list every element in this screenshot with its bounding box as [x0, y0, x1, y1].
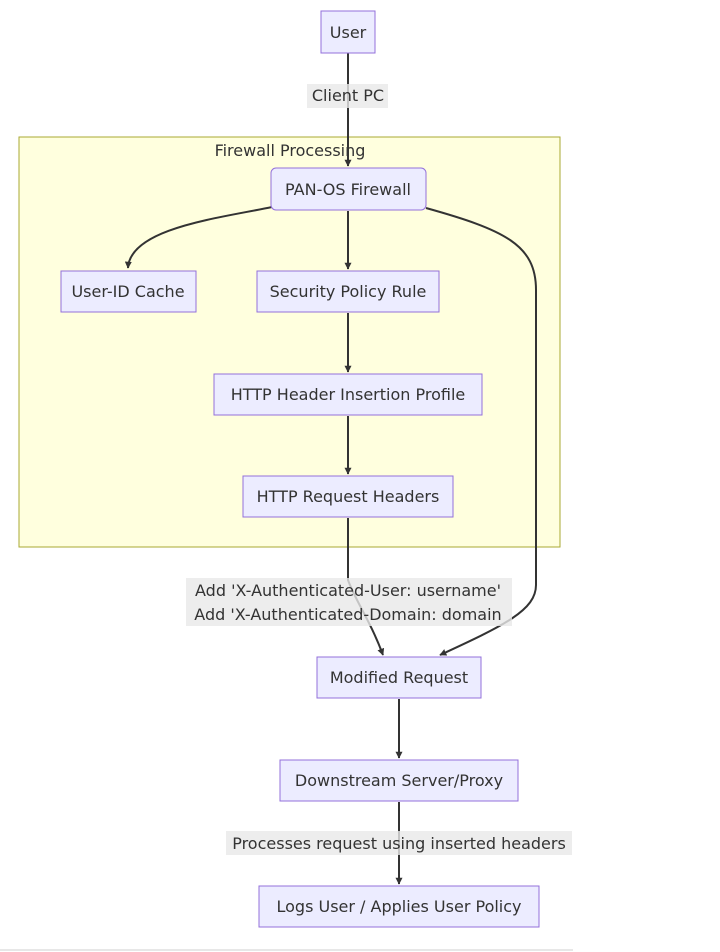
node-user-id-cache: User-ID Cache [60, 270, 197, 313]
edge-label-processes: Processes request using inserted headers [226, 831, 572, 855]
node-label: HTTP Request Headers [257, 487, 440, 506]
node-http-request-headers: HTTP Request Headers [242, 475, 454, 518]
node-label: Modified Request [330, 668, 468, 687]
edge-firewall-to-modified-request [425, 207, 537, 656]
node-http-header-insertion-profile: HTTP Header Insertion Profile [213, 373, 483, 416]
node-label: Logs User / Applies User Policy [276, 897, 521, 916]
node-modified-request: Modified Request [316, 656, 482, 699]
edge-label-bg [226, 831, 572, 855]
node-label: User [330, 23, 367, 42]
node-label: Downstream Server/Proxy [295, 771, 503, 790]
node-downstream-server-proxy: Downstream Server/Proxy [279, 759, 519, 802]
node-label: PAN-OS Firewall [285, 180, 411, 199]
edge-label-add-user: Add 'X-Authenticated-User: username' [195, 581, 501, 600]
node-security-policy-rule: Security Policy Rule [256, 270, 440, 313]
edge-firewall-to-userid-cache [124, 206, 273, 269]
edge-label-bg [307, 84, 388, 108]
edge-label-text: Processes request using inserted headers [232, 834, 566, 853]
node-label: Security Policy Rule [270, 282, 427, 301]
edge-label-add-domain: Add 'X-Authenticated-Domain: domain [194, 605, 501, 624]
edge-label-text: Client PC [312, 86, 384, 105]
edge-label-add-headers: Add 'X-Authenticated-User: username' Add… [186, 578, 512, 626]
edge-label-client-pc: Client PC [307, 84, 388, 108]
node-logs-user-applies-policy: Logs User / Applies User Policy [258, 885, 540, 928]
node-user: User [320, 10, 376, 54]
edge-label-bg [186, 578, 512, 626]
cluster-title: Firewall Processing [215, 141, 366, 160]
node-label: HTTP Header Insertion Profile [231, 385, 465, 404]
node-pan-os-firewall: PAN-OS Firewall [270, 167, 427, 211]
node-label: User-ID Cache [71, 282, 184, 301]
